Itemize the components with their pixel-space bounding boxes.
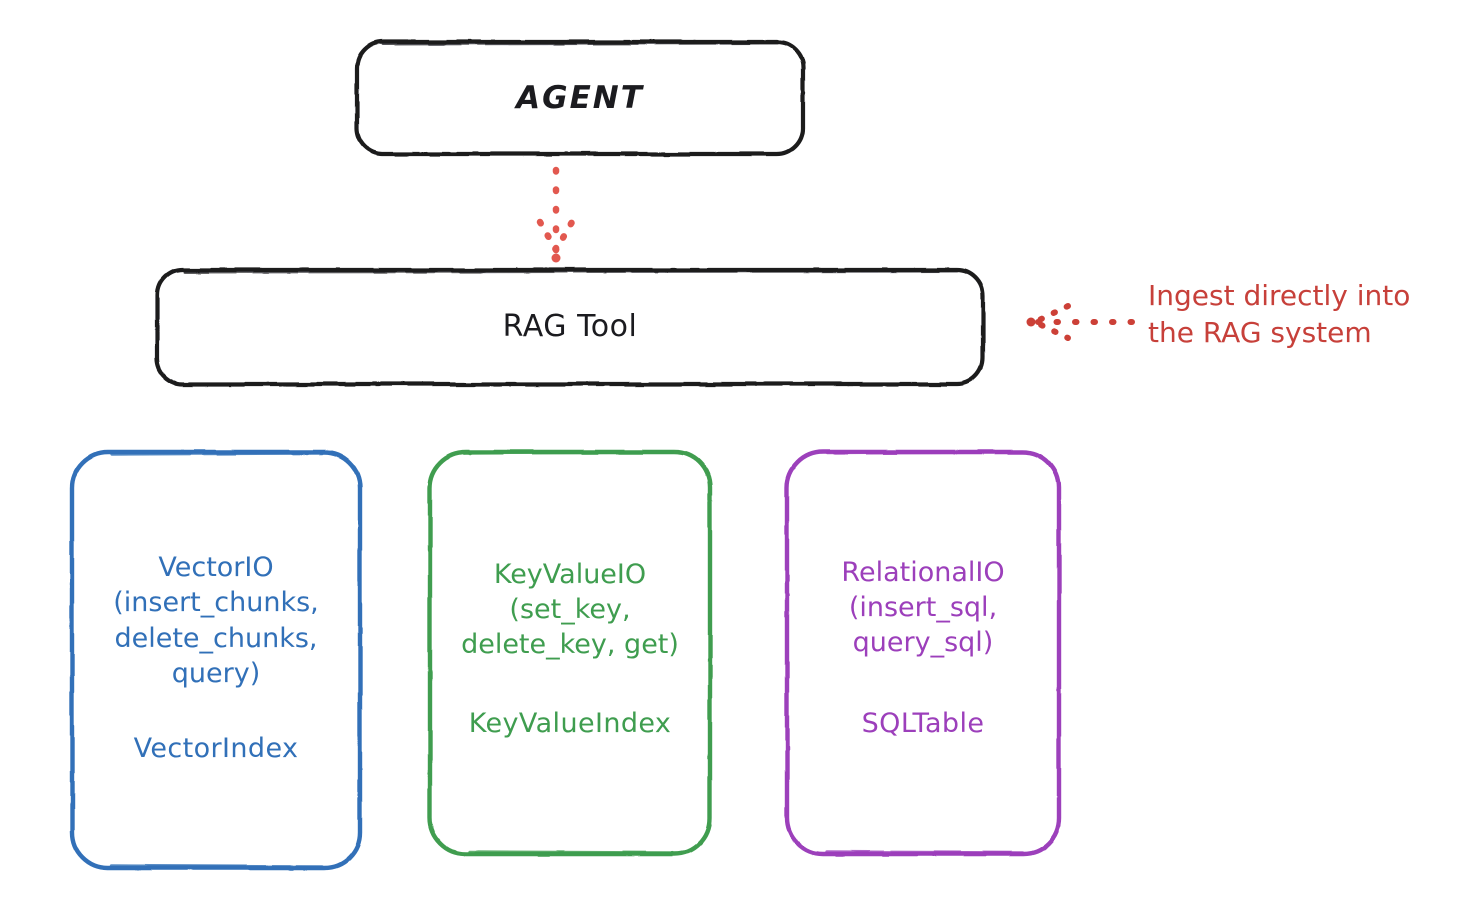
annotation-ingest-text: Ingest directly into the RAG system (1148, 279, 1411, 349)
node-rag-tool-label: RAG Tool (502, 309, 638, 345)
node-key-value-io-label: KeyValueIO (set_key, delete_key, get) (461, 558, 679, 661)
node-relational-io[interactable]: RelationalIO (insert_sql, query_sql) SQL… (785, 450, 1061, 856)
node-key-value-io-sublabel: KeyValueIndex (468, 708, 672, 740)
key-value-io-box-outline (427, 449, 713, 857)
agent-to-rag-tool-arrow (536, 166, 576, 263)
node-relational-io-label: RelationalIO (insert_sql, query_sql) (841, 556, 1005, 659)
rag-tool-box-outline (154, 267, 986, 387)
node-rag-tool[interactable]: RAG Tool (155, 268, 985, 386)
vector-io-box-outline (69, 449, 363, 871)
agent-box-outline (354, 39, 806, 157)
node-vector-io[interactable]: VectorIO (insert_chunks, delete_chunks, … (70, 450, 362, 870)
node-vector-io-label: VectorIO (insert_chunks, delete_chunks, … (113, 552, 319, 689)
node-agent[interactable]: AGENT (355, 40, 805, 156)
node-relational-io-sublabel: SQLTable (861, 708, 985, 740)
relational-io-box-outline (784, 449, 1062, 857)
ingest-annotation-arrow (1026, 303, 1135, 341)
node-agent-label: AGENT (516, 79, 644, 116)
node-key-value-io[interactable]: KeyValueIO (set_key, delete_key, get) Ke… (428, 450, 712, 856)
node-vector-io-sublabel: VectorIndex (133, 732, 299, 764)
